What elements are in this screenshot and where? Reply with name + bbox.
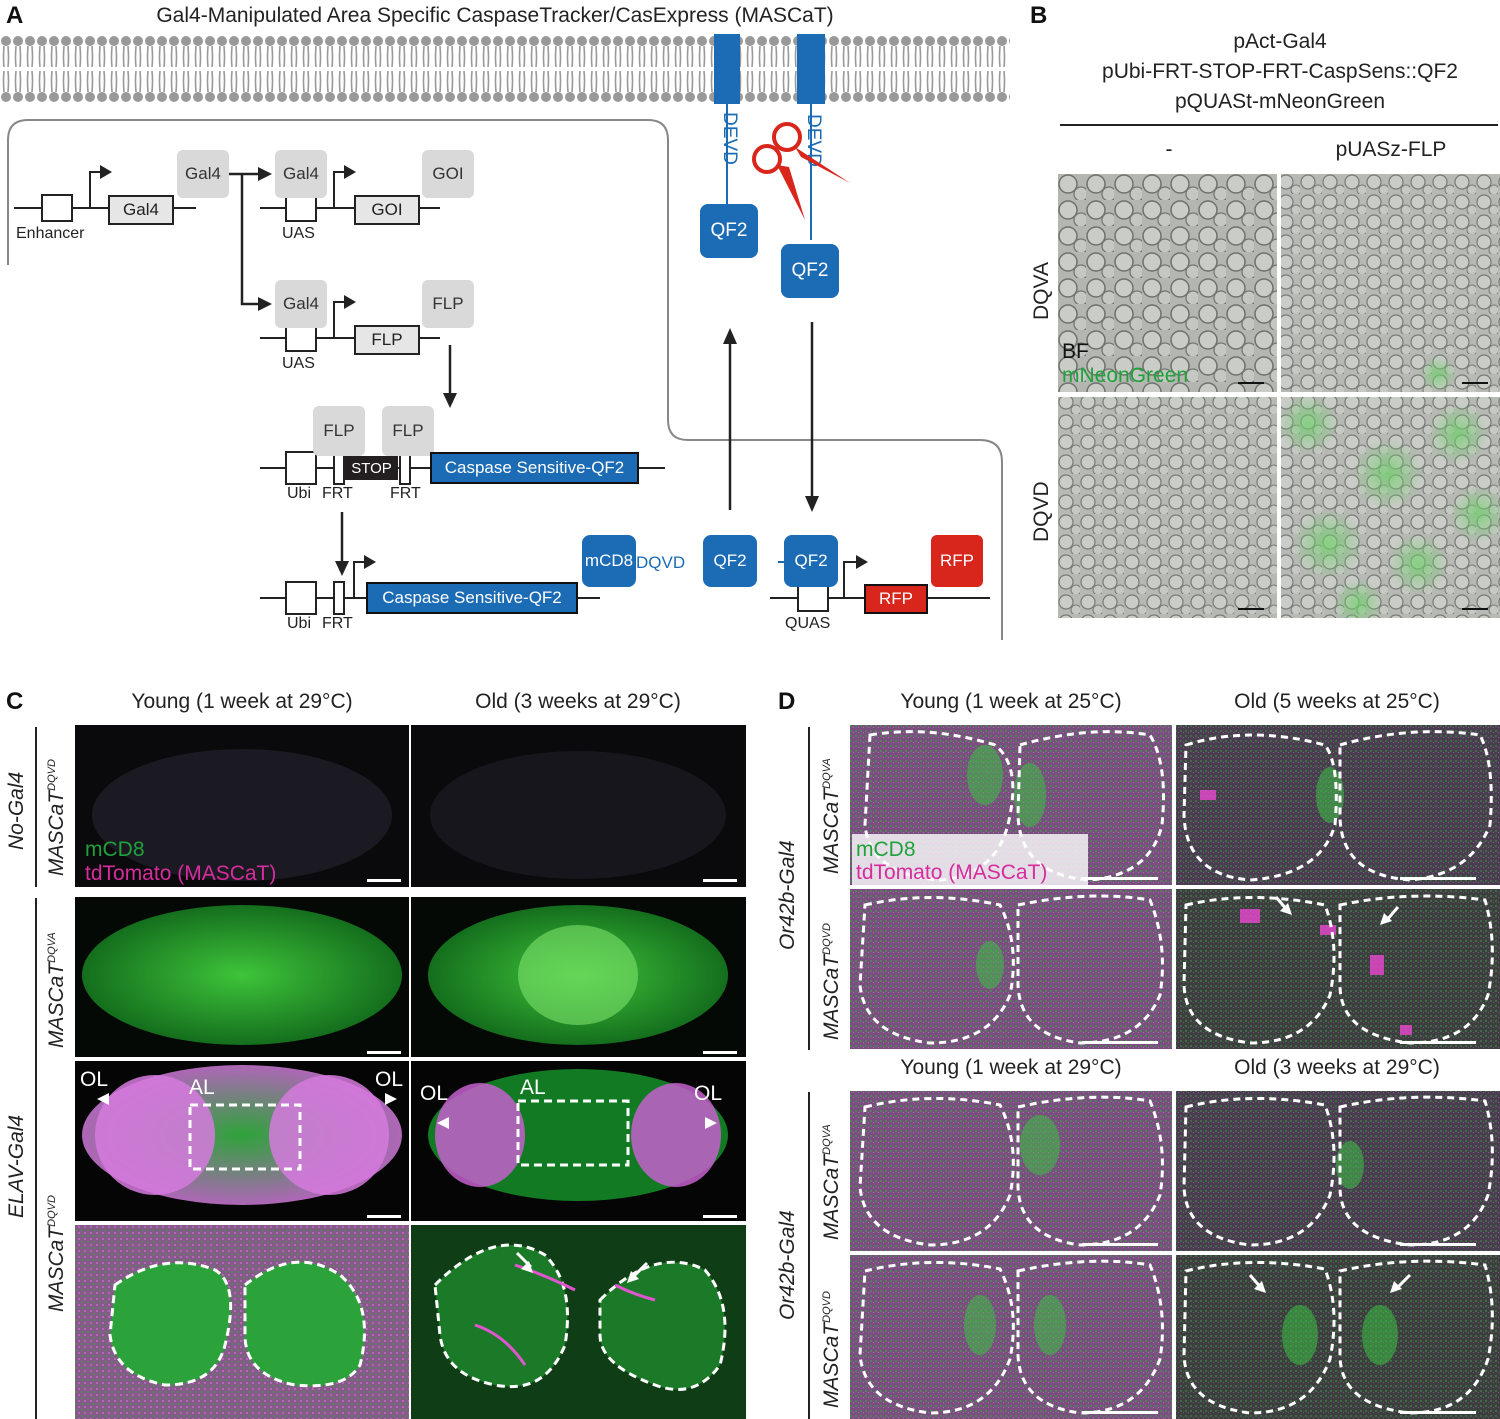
gal4-gene: Gal4 [108,195,174,225]
qf2-bound: QF2 [700,204,758,258]
d-row4-label: MASCaTDQVD [820,1291,843,1408]
d-or42b-label-1: Or42b-Gal4 [776,840,799,950]
qf2-cleaved: QF2 [781,244,839,298]
c-col-old: Old (3 weeks at 29°C) [475,690,681,713]
frt-label-2: FRT [390,485,421,502]
frt-label-3: FRT [322,615,353,632]
c-nogal4-label: No-Gal4 [5,771,28,850]
d-top-col-young: Young (1 week at 25°C) [900,690,1122,713]
panel-label-d: D [778,688,796,715]
enhancer-label: Enhancer [16,225,85,242]
d-row2-label: MASCaTDQVD [820,923,843,1040]
c-group-line-2 [35,898,37,1419]
mneongreen-legend: mNeonGreen [1062,364,1189,387]
gal4-bound-flp: Gal4 [275,280,327,328]
d-or42b-label-2: Or42b-Gal4 [776,1210,799,1320]
uas-label-2: UAS [282,355,315,372]
goi-protein: GOI [422,150,474,198]
d-row3-label: MASCaTDQVA [820,1124,843,1240]
c-ol-label-2: OL [375,1068,404,1091]
quas-label: QUAS [785,615,831,632]
flp-gene: FLP [354,325,420,355]
c-row2-label: MASCaTDQVA [45,932,68,1048]
frt-label-1: FRT [322,485,353,502]
d-group-line-1 [808,727,810,1050]
c-row1-label: MASCaTDQVD [45,759,68,876]
panel-label-c: C [6,688,24,715]
c-ol-label-1: OL [80,1068,109,1091]
qf2-mcd8: QF2 [703,535,757,587]
devd-linker-2: DEVD [803,114,824,167]
dqvd-linker: DQVD [636,553,686,572]
c-legend-mcd8: mCD8 [85,838,145,861]
devd-linker-1: DEVD [719,112,740,165]
d-bot-col-young: Young (1 week at 29°C) [900,1056,1122,1079]
flp-protein: FLP [422,280,474,328]
genotype-line-2: pUbi-FRT-STOP-FRT-CaspSens::QF2 [1102,60,1458,83]
mcd8-protein: mCD8 [582,535,636,587]
qf2-bound-quas: QF2 [784,535,838,587]
uas-label-1: UAS [282,225,315,242]
row-label-dqvd: DQVD [1030,481,1053,542]
c-col-young: Young (1 week at 29°C) [131,690,353,713]
d-top-col-old: Old (5 weeks at 25°C) [1234,690,1440,713]
c-ol-label-3: OL [420,1082,449,1105]
rfp-protein: RFP [931,535,983,587]
rfp-gene: RFP [864,584,928,614]
d-legend-box [852,834,1088,886]
ubi-label-2: Ubi [287,615,312,632]
genotype-line-1: pAct-Gal4 [1233,30,1327,53]
bf-legend: BF [1062,340,1089,363]
cell-membrane [0,34,1010,104]
genotype-divider [1060,124,1498,126]
c-ol-label-4: OL [694,1082,723,1105]
col-label-uasz-flp: pUASz-FLP [1335,138,1447,161]
ubi-label-1: Ubi [287,485,312,502]
panel-label-b: B [1030,2,1048,29]
genotype-line-3: pQUASt-mNeonGreen [1174,90,1386,113]
flp-bound-2: FLP [382,406,434,456]
c-legend-tdtomato: tdTomato (MASCaT) [85,862,277,885]
gal4-protein: Gal4 [177,150,229,198]
d-legend-mcd8: mCD8 [856,838,916,861]
c-al-label-2: AL [520,1076,546,1099]
d-legend-tdtomato: tdTomato (MASCaT) [856,861,1048,884]
bf-micrographs [1058,174,1500,618]
d-micrographs [850,725,1500,1419]
scissors-icon [752,122,850,220]
c-elav-label: ELAV-Gal4 [5,1114,28,1218]
d-bot-col-old: Old (3 weeks at 29°C) [1234,1056,1440,1079]
col-label-minus: - [1165,138,1173,161]
cs-qf2-gene-1: Caspase Sensitive-QF2 [430,452,639,484]
c-al-label-1: AL [189,1076,215,1099]
row-label-dqva: DQVA [1030,262,1053,320]
c-group-line-1 [35,727,37,887]
panel-a-title: Gal4-Manipulated Area Specific CaspaseTr… [156,4,834,27]
c-row3-label: MASCaTDQVD [45,1195,68,1312]
goi-gene: GOI [354,195,420,225]
c-micrographs [75,725,746,1419]
gal4-bound-goi: Gal4 [275,150,327,198]
cs-qf2-gene-2: Caspase Sensitive-QF2 [366,582,578,614]
d-group-line-2 [808,1092,810,1419]
d-row1-label: MASCaTDQVA [820,758,843,874]
stop-cassette: STOP [345,456,398,480]
cell-outline [7,100,1003,640]
panel-label-a: A [6,2,24,29]
flp-bound-1: FLP [313,406,365,456]
